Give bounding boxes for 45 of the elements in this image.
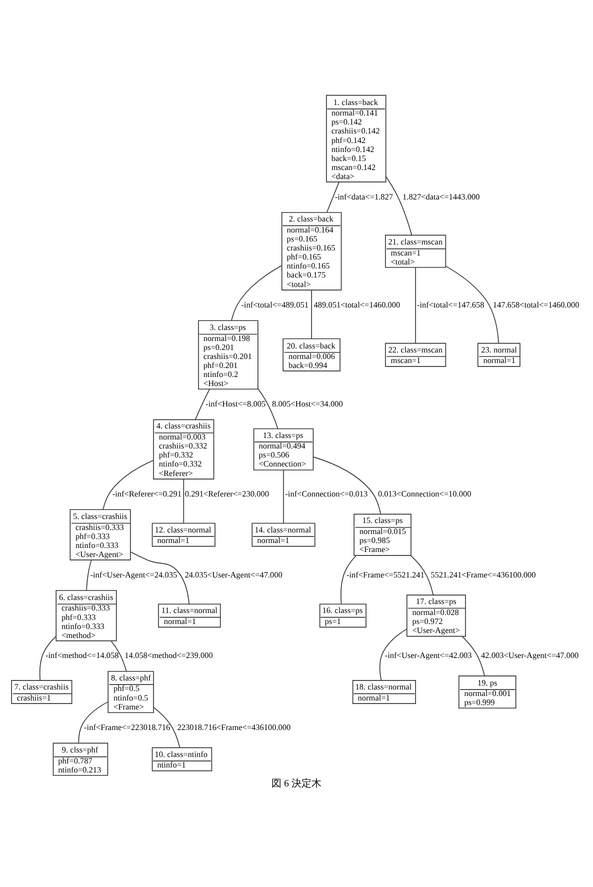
connector	[386, 176, 412, 235]
edge-label: 14.058<method<=239.000	[124, 650, 213, 660]
connector	[102, 460, 154, 510]
edge-label: -inf<Referer<=0.291	[112, 488, 182, 498]
connector	[110, 640, 127, 672]
connector	[231, 264, 282, 320]
connector	[86, 559, 92, 590]
edge-label: -inf<Frame<=223018.716	[84, 722, 170, 732]
connector	[311, 289, 312, 338]
connector	[415, 266, 416, 344]
connector	[183, 478, 184, 523]
edge-label: -inf<method<=14.058	[45, 650, 119, 660]
edge-label: -inf<Connection<=0.013	[285, 488, 368, 498]
edge-label: 24.035<User-Agent<=47.000	[184, 570, 282, 579]
caption: 図 6 決定木	[272, 778, 322, 790]
edge-label: 223018.716<Frame<=436100.000	[177, 722, 291, 732]
edge-label: 0.291<Referer<=230.000	[184, 488, 270, 498]
connector	[130, 551, 190, 604]
edge-label: 5521.241<Frame<=436100.000	[430, 570, 536, 579]
connector	[445, 265, 500, 344]
edge-label: -inf<data<=1.827	[334, 192, 394, 201]
connector	[379, 628, 408, 680]
connector	[195, 388, 210, 420]
connector	[78, 700, 108, 743]
connector	[410, 554, 434, 595]
connector	[326, 181, 340, 212]
edge-label: -inf<total<=489.051	[241, 300, 309, 309]
edge-label: -inf<User-Agent<=42.003	[384, 650, 472, 660]
connector	[153, 706, 180, 748]
edge-label: 0.013<Connection<=10.000	[378, 488, 472, 498]
edge-label: 8.005<Host<=34.000	[272, 398, 343, 408]
edge-label: 1.827<data<=1443.000	[402, 192, 480, 201]
connector	[312, 456, 382, 514]
connector	[462, 636, 485, 676]
edge-label: 489.051<total<=1460.000	[314, 300, 400, 309]
edge-label: -inf<Frame<=5521.241	[346, 570, 424, 579]
edge-label: -inf<User-Agent<=24.035	[90, 570, 178, 579]
connector	[283, 469, 284, 524]
edge-label: -inf<total<=147.658	[416, 300, 484, 309]
edge-label: 42.003<User-Agent<=47.000	[481, 650, 579, 660]
edge-label: 147.658<total<=1460.000	[492, 300, 580, 309]
connector	[258, 388, 278, 429]
connector	[340, 554, 356, 604]
edge-label: -inf<Host<=8.005	[206, 398, 266, 408]
connector	[39, 635, 56, 680]
